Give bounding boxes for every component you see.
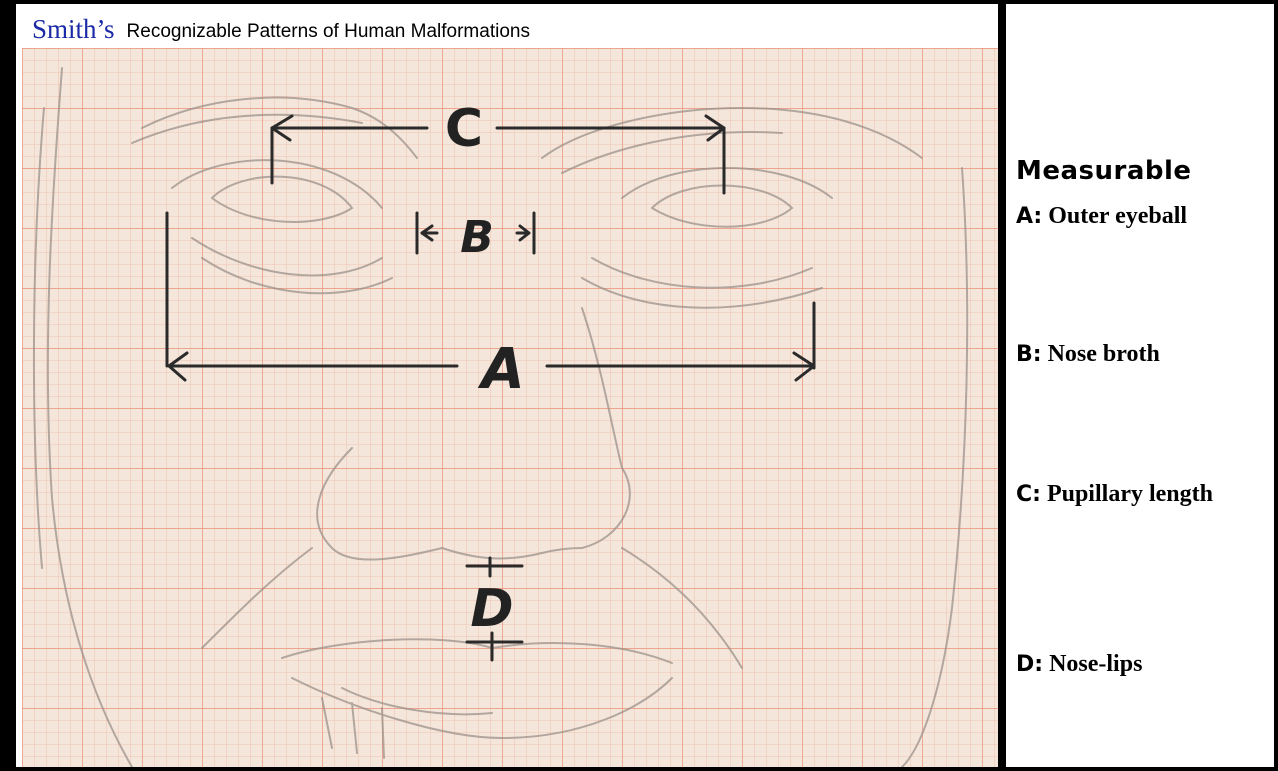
book-subtitle: Recognizable Patterns of Human Malformat… [126,21,530,42]
measurement-labels: C B A D [445,99,525,639]
sketch-panel: Smith’s Recognizable Patterns of Human M… [16,4,998,767]
legend-key-b: B: [1016,342,1042,367]
legend-key-c: C: [1016,482,1041,507]
face-outline [32,67,969,767]
label-b: B [460,212,494,263]
legend-item-b: B: Nose broth [1016,338,1266,372]
legend-key-a: A: [1016,204,1043,229]
legend-text-d: Nose-lips [1049,651,1143,677]
legend-text-c: Pupillary length [1046,481,1213,507]
face-sketch: C B A D [22,48,998,767]
legend-key-d: D: [1016,652,1044,677]
figure-header: Smith’s Recognizable Patterns of Human M… [16,4,998,48]
legend-item-c: C: Pupillary length [1016,478,1266,512]
legend-heading: Measurable [1016,156,1192,186]
legend-item-a: A: Outer eyeball [1016,200,1266,234]
label-d: D [470,579,513,639]
legend-text-b: Nose broth [1047,341,1160,367]
label-a: A [477,337,524,402]
measurement-lines [165,114,816,662]
legend-item-d: D: Nose-lips [1016,648,1266,682]
legend-panel: Measurable A: Outer eyeball B: Nose brot… [1006,4,1274,767]
book-brand: Smith’s [32,14,115,44]
label-c: C [445,99,483,159]
legend-text-a: Outer eyeball [1048,203,1188,229]
